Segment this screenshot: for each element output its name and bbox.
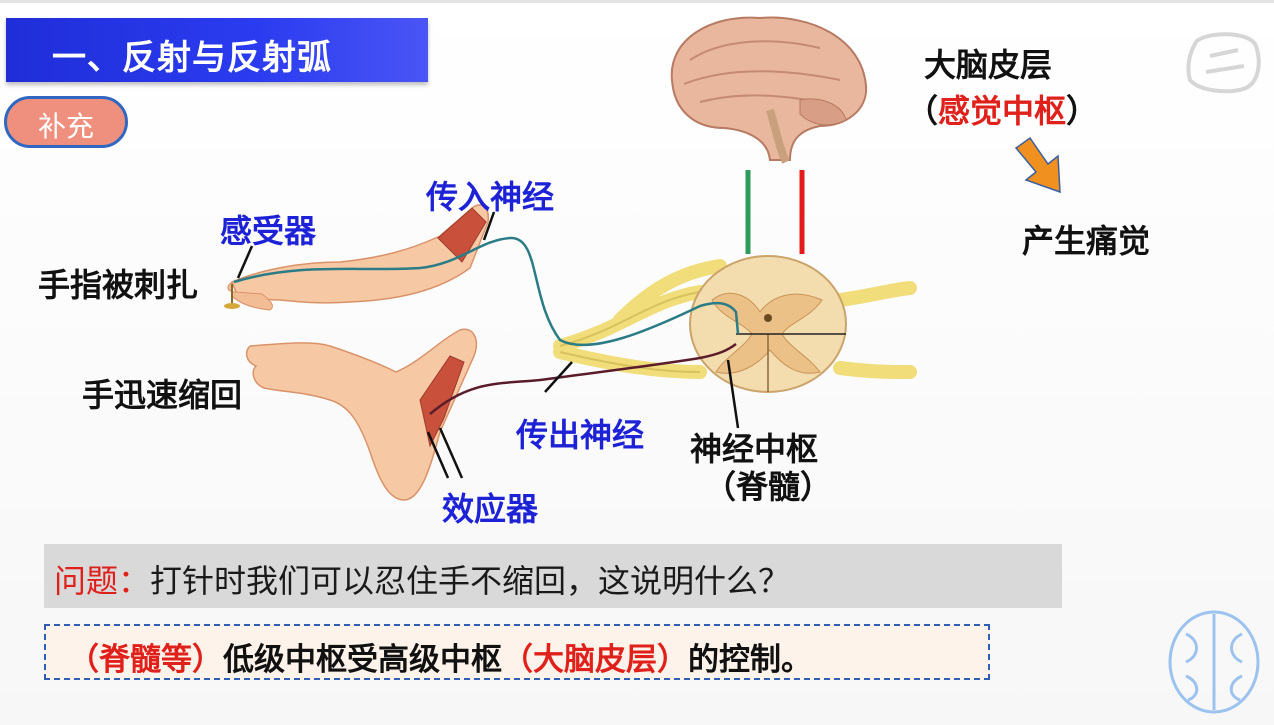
question-body: 打针时我们可以忍住手不缩回，这说明什么？ <box>150 562 791 600</box>
label-spinal-cord: （脊髓） <box>704 468 833 506</box>
page-title: 一、反射与反射弧 <box>52 38 332 78</box>
efferent-neuron-path <box>429 342 737 415</box>
label-receptor: 感受器 <box>220 212 317 250</box>
spinal-cord-illustration <box>689 255 847 393</box>
question-text: 问题：打针时我们可以忍住手不缩回，这说明什么？ <box>54 556 790 602</box>
supplement-badge: 补充 <box>4 96 128 148</box>
label-cerebral-cortex: 大脑皮层 <box>924 46 1053 84</box>
sensory-center-text: 感觉中枢 <box>938 92 1067 130</box>
label-withdraw: 手迅速缩回 <box>82 376 243 414</box>
label-effector: 效应器 <box>442 490 539 528</box>
question-box: 问题：打针时我们可以忍住手不缩回，这说明什么？ <box>44 544 1062 608</box>
logo-watermark-icon <box>1186 32 1261 94</box>
label-efferent-nerve: 传出神经 <box>516 416 645 454</box>
upper-arm-illustration <box>227 204 489 311</box>
brain-watermark-icon <box>1168 610 1260 714</box>
title-bar: 一、反射与反射弧 <box>6 18 428 82</box>
lower-arm-illustration <box>245 328 478 501</box>
orange-arrow-icon <box>1014 136 1061 194</box>
label-afferent-nerve: 传入神经 <box>426 178 555 216</box>
label-nerve-center: 神经中枢 <box>690 430 819 468</box>
question-label: 问题： <box>54 562 151 600</box>
afferent-neuron-path <box>233 236 740 347</box>
label-stimulus: 手指被刺扎 <box>38 266 199 304</box>
brain-illustration <box>670 16 868 164</box>
supplement-badge-label: 补充 <box>37 110 94 143</box>
answer-box: （脊髓等）低级中枢受高级中枢（大脑皮层）的控制。 <box>44 624 990 680</box>
pin-icon <box>224 284 240 309</box>
label-pointers <box>236 211 740 479</box>
top-divider <box>0 0 1274 3</box>
label-sensory-center: （感觉中枢） <box>906 92 1099 130</box>
answer-text: （脊髓等）低级中枢受高级中枢（大脑皮层）的控制。 <box>68 642 812 678</box>
label-pain: 产生痛觉 <box>1022 222 1151 260</box>
